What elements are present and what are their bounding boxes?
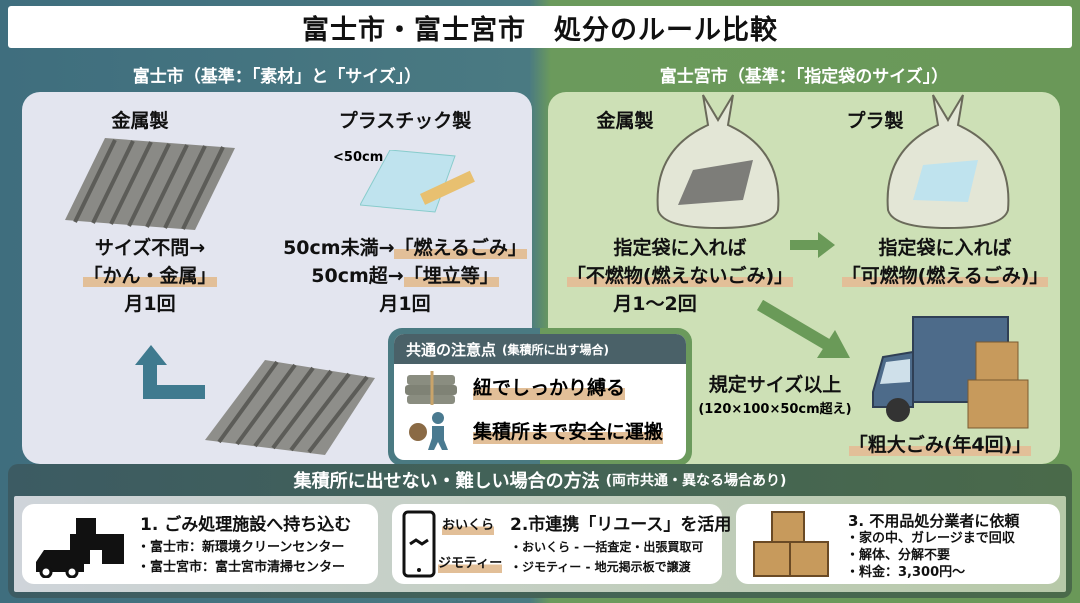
alternatives-title: 集積所に出せない・難しい場合の方法: [293, 471, 600, 492]
fuji-plastic-over-category: 「埋立等」: [403, 265, 499, 287]
alternative-2-line-1: ・おいくら - 一括査定・出張買取可: [510, 540, 704, 554]
tag-oikura: おいくら: [442, 516, 495, 535]
oversize-category: 「粗大ごみ(年4回)」: [848, 434, 1032, 456]
fujinomiya-metal-category: 「不燃物(燃えないごみ)」: [566, 265, 794, 287]
fujinomiya-metal-frequency: 月1〜2回: [613, 293, 697, 315]
corrugated-metal-icon: [65, 138, 235, 230]
alternative-3-line-1: ・家の中、ガレージまで回収: [846, 531, 1015, 546]
alternative-1-line-2: ・富士宮市：富士宮市清掃センター: [137, 560, 346, 575]
alternative-3-line-3: ・料金：3,300円〜: [846, 565, 966, 580]
fuji-plastic-under-category: 「燃えるごみ」: [394, 237, 527, 259]
alternative-1-title: 1. ごみ処理施設へ持ち込む: [140, 515, 352, 535]
garbage-bag-plastic-icon: [886, 94, 1010, 230]
truck-icon: [872, 316, 1029, 429]
alternative-2-title: 2.市連携「リユース」を活用: [510, 515, 732, 535]
fujinomiya-metal-line1: 指定袋に入れば: [613, 237, 747, 259]
common-note-2: 集積所まで安全に運搬: [473, 416, 664, 444]
oversize-dimensions: (120×100×50cm超え): [698, 402, 852, 417]
fuji-plastic-label: プラスチック製: [338, 110, 472, 132]
alternative-3-title: 3. 不用品処分業者に依頼: [848, 512, 1020, 530]
fuji-metal-line1: サイズ不問→: [94, 237, 206, 259]
alternative-2-line-2: ・ジモティー - 地元掲示板で譲渡: [510, 560, 691, 574]
fuji-metal-label: 金属製: [111, 110, 169, 132]
fujinomiya-metal-label: 金属製: [596, 110, 654, 132]
fuji-header: 富士市（基準：「素材」と「サイズ」）: [132, 67, 422, 87]
cardboard-boxes-icon: [753, 511, 829, 577]
alternative-card-service: 3. 不用品処分業者に依頼 ・家の中、ガレージまで回収 ・解体、分解不要 ・料金…: [736, 504, 1060, 584]
right-arrow-icon: [790, 232, 835, 258]
alternatives-subtitle: (両市共通・異なる場合あり): [605, 473, 787, 489]
fujinomiya-plastic-label: プラ製: [846, 110, 904, 132]
common-notes-subtitle: (集積所に出す場合): [502, 342, 609, 357]
fuji-plastic-over: 50cm超→: [311, 265, 404, 287]
oversize-condition: 規定サイズ以上: [708, 374, 842, 396]
alternative-3-line-2: ・解体、分解不要: [846, 548, 951, 563]
tied-bundle-icon: [405, 371, 457, 405]
common-note-1: 紐でしっかり縛る: [473, 372, 626, 400]
alternatives-section: 集積所に出せない・難しい場合の方法 (両市共通・異なる場合あり) 1. ごみ処理施…: [8, 464, 1072, 598]
fuji-metal-frequency: 月1回: [124, 293, 176, 315]
fujinomiya-plastic-line1: 指定袋に入れば: [878, 237, 1012, 259]
corrugated-metal-icon-2: [205, 360, 375, 455]
alternative-card-reuse: おいくら ジモティー 2.市連携「リユース」を活用 ・おいくら - 一括査定・出…: [392, 504, 731, 584]
fuji-plastic-frequency: 月1回: [379, 293, 431, 315]
person-carrying-icon: [409, 412, 448, 450]
fuji-plastic-under: 50cm未満→: [283, 237, 395, 259]
fujinomiya-plastic-category: 「可燃物(燃えるごみ)」: [841, 265, 1049, 287]
size-note: <50cm: [333, 150, 384, 165]
garbage-bag-metal-icon: [656, 94, 780, 230]
smartphone-handshake-icon: [402, 510, 436, 578]
car-facility-icon: [36, 518, 124, 578]
diagonal-arrow-icon: [756, 300, 850, 358]
common-notes-title: 共通の注意点: [406, 340, 497, 359]
common-notes-box: 共通の注意点 (集積所に出す場合) 紐でしっかり縛る 集積所まで安全に運搬: [388, 328, 692, 466]
alternative-card-facility: 1. ごみ処理施設へ持ち込む ・富士市：新環境クリーンセンター ・富士宮市：富士…: [22, 504, 378, 584]
up-arrow-icon: [135, 345, 205, 399]
tag-jimoty: ジモティー: [438, 554, 503, 573]
fuji-metal-category: 「かん・金属」: [83, 265, 217, 287]
page-title: 富士市・富士宮市 処分のルール比較: [8, 6, 1072, 48]
plastic-sheet-icon: [360, 150, 475, 213]
alternative-1-line-1: ・富士市：新環境クリーンセンター: [137, 540, 345, 555]
fujinomiya-header: 富士宮市（基準：「指定袋のサイズ」）: [659, 67, 949, 87]
